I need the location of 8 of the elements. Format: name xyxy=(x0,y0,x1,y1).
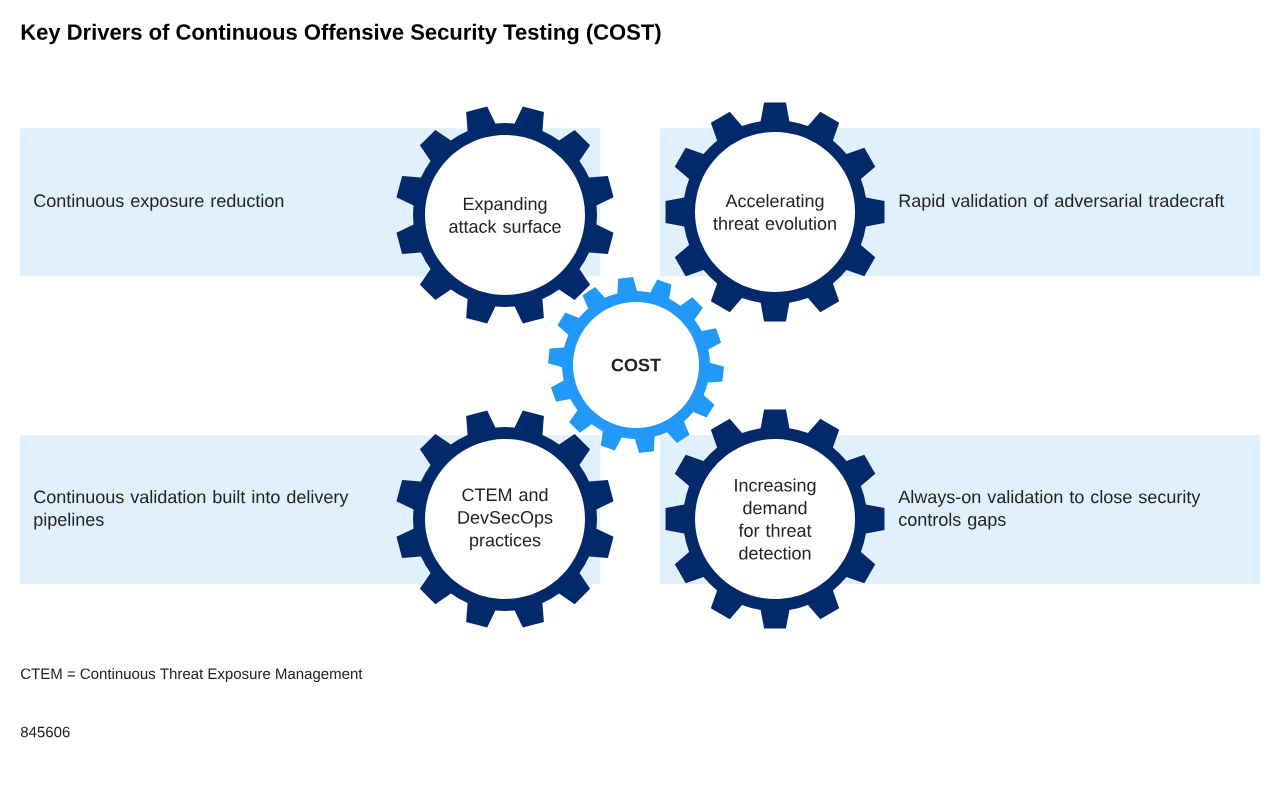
gear: CTEM and DevSecOps practices xyxy=(396,410,614,628)
gear: Accelerating threat evolution xyxy=(665,102,885,322)
footnote: 845606 xyxy=(20,726,70,738)
title: Key Drivers of Continuous Offensive Security Testing (COST) xyxy=(21,23,661,45)
footnote: CTEM = Continuous Threat Exposure Management xyxy=(21,668,363,682)
gear: Increasing demand for threat detection xyxy=(665,409,885,629)
gear: Expanding attack surface xyxy=(396,106,614,324)
gear: COST xyxy=(548,277,724,453)
